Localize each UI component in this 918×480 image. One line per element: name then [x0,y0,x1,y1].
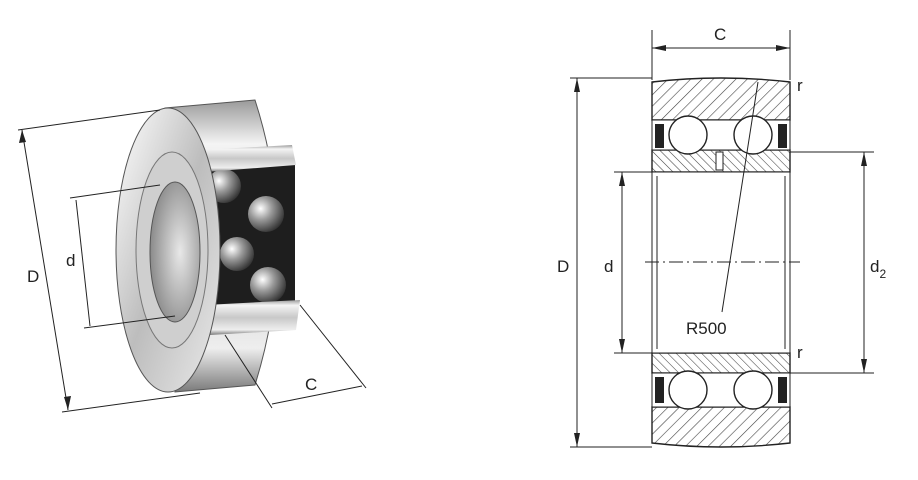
inner-ring-bottom [651,352,791,374]
r500-leader [721,81,759,313]
outer-ring-cut-top [200,145,296,172]
section-bearing [645,77,800,448]
ball [248,196,284,232]
seal [655,377,664,403]
ball [250,267,286,303]
lube-hole [715,151,724,171]
section-dimensions: C D d d2 R500 r r [557,25,886,448]
label-d: d [66,251,75,270]
label-d2-main: d [870,257,879,276]
ball [668,370,708,410]
seal [655,124,664,148]
label-D: D [557,257,569,276]
label-R500: R500 [686,319,727,338]
outer-ring-top [651,77,791,121]
label-C: C [305,375,317,394]
label-d: d [604,257,613,276]
seal [778,377,787,403]
label-r-top: r [797,76,803,95]
bore [149,181,201,323]
label-r-inner: r [797,343,803,362]
ball [220,237,254,271]
label-C: C [714,25,726,44]
label-d2: d2 [870,257,886,281]
ball [733,370,773,410]
outer-ring-bottom [651,406,791,448]
perspective-dimensions: D d C [17,109,367,413]
ball [733,115,773,155]
label-D: D [27,267,39,286]
seal [778,124,787,148]
label-d2-subscript: 2 [879,267,886,281]
perspective-bearing [115,99,300,393]
inner-ring-cut-bottom [205,300,300,335]
ball [668,115,708,155]
